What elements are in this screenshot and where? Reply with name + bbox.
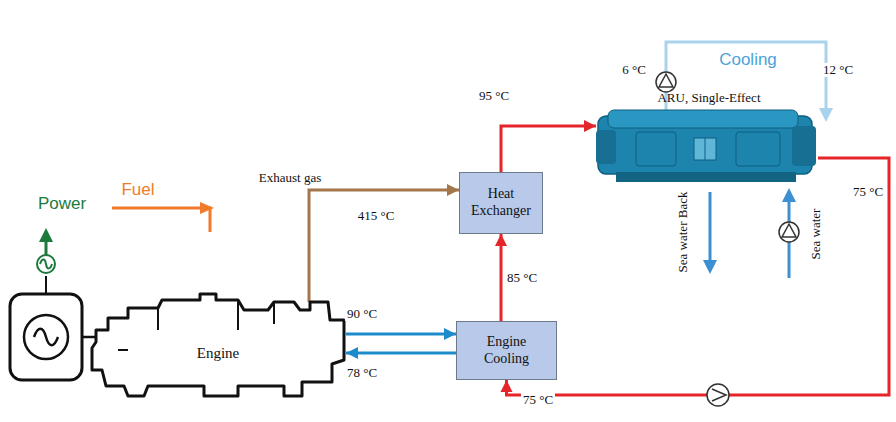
flow-line — [500, 234, 503, 321]
flow-line — [501, 126, 596, 172]
arrow-head — [501, 380, 513, 392]
temperature-label: 75 °C — [851, 185, 885, 199]
arrow-head — [584, 120, 596, 132]
absorption-unit: ARU, Single-Effect — [596, 86, 822, 194]
arrow-head — [495, 234, 507, 246]
process-box: Engine Cooling — [456, 321, 557, 380]
power-label: Power — [36, 195, 88, 214]
flow-line — [346, 352, 456, 355]
node-label: Heat Exchanger — [466, 186, 536, 220]
node-label: Engine — [88, 344, 348, 362]
cooling-label: Cooling — [717, 51, 779, 70]
fuel-label: Fuel — [119, 181, 156, 200]
flow-label: 95 °C — [477, 89, 511, 103]
sea-water-label: Sea water Back — [676, 190, 690, 275]
arrow-head — [444, 328, 456, 340]
flow-line — [309, 190, 459, 302]
power-symbol — [37, 255, 55, 273]
node-label: ARU, Single-Effect — [596, 90, 822, 106]
temperature-label: 6 °C — [620, 63, 648, 77]
power-arrow — [45, 240, 48, 255]
fuel-line — [112, 208, 210, 232]
sea-water-label: Sea water — [809, 207, 823, 262]
flow-label: 90 °C — [345, 307, 379, 321]
pump-symbol — [707, 384, 729, 406]
flow-line — [507, 158, 890, 395]
temperature-label: 415 °C — [356, 209, 397, 223]
engine-shape: Engine — [88, 290, 348, 402]
sea-water-out — [709, 192, 712, 262]
generator-symbol — [24, 315, 68, 359]
generator-box — [10, 294, 82, 380]
chilled-water-loop — [666, 42, 826, 120]
flow-label: 85 °C — [505, 271, 539, 285]
process-box: Heat Exchanger — [459, 172, 543, 234]
temperature-label: 12 °C — [821, 63, 855, 77]
pump-symbol — [656, 72, 676, 92]
flow-label: Exhaust gas — [257, 171, 323, 185]
flow-line — [346, 333, 456, 336]
node-label: Engine Cooling — [463, 334, 550, 368]
flow-label: 78 °C — [345, 366, 379, 380]
arrow-head — [346, 347, 358, 359]
pump-symbol — [779, 222, 799, 242]
temperature-label: 75 °C — [521, 393, 555, 407]
arrow-head — [447, 184, 459, 196]
